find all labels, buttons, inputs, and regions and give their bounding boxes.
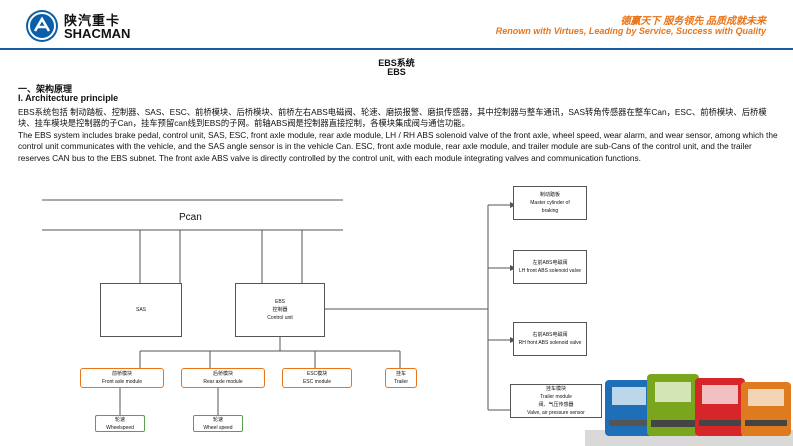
logo-icon (28, 12, 56, 40)
truck-icon (647, 374, 699, 436)
master-cylinder-box: 制动踏板 Master cylinder of braking (513, 186, 587, 220)
rh-abs-valve-box: 右前ABS电磁阀 RH front ABS solenoid valve (513, 322, 587, 356)
front-axle-module-box: 前桥模块 Front axle module (80, 368, 164, 388)
brand-name-en: SHACMAN (64, 26, 131, 41)
module-label-en: Rear axle module (203, 379, 243, 385)
page-title-en: EBS (387, 67, 406, 77)
wheelspeed-box-rear: 轮速 Wheel speed (193, 415, 243, 432)
sas-box: SAS (100, 283, 182, 337)
ebs-label-cn: 控制器 (272, 307, 288, 313)
pcan-label: Pcan (179, 212, 202, 223)
sas-label: SAS (135, 307, 146, 313)
module-label-cn: 前桥模块 (111, 371, 132, 377)
wheelspeed-label-cn: 轮速 (114, 416, 125, 423)
module-label-en: Trailer (394, 379, 408, 385)
page-title-cn: EBS系统 (378, 58, 415, 68)
ebs-control-unit-box: EBS 控制器 Control unit (235, 283, 325, 337)
lh-abs-valve-box: 左前ABS电磁阀 LH front ABS solenoid valve (513, 250, 587, 284)
box-label-en: Valve, air pressure sensor (527, 410, 585, 416)
ebs-label-en: Control unit (267, 315, 293, 321)
header-divider (0, 48, 793, 50)
box-label-en: RH front ABS solenoid valve (518, 340, 582, 346)
module-label-en: ESC module (302, 379, 332, 385)
module-label-en: Front axle module (101, 379, 143, 385)
box-label-en: braking (541, 208, 559, 214)
description-en: The EBS system includes brake pedal, con… (18, 130, 778, 163)
box-label-en: LH front ABS solenoid valve (519, 268, 581, 274)
section-heading-en: I. Architecture principle (18, 93, 119, 103)
shacman-logo (26, 10, 58, 42)
box-label-en: Master cylinder of (530, 200, 570, 206)
truck-icon (741, 382, 791, 436)
wheelspeed-label-en: Wheelspeed (106, 424, 134, 431)
description-cn: EBS系统包括 制动踏板、控制器、SAS、ESC、前桥模块、后桥模块、前桥左右A… (18, 107, 767, 129)
rear-axle-module-box: 后桥模块 Rear axle module (181, 368, 265, 388)
ebs-label: EBS (274, 299, 285, 305)
module-label-cn: 挂车 (395, 371, 406, 377)
truck-icon (695, 378, 745, 436)
module-label-cn: 后桥模块 (212, 371, 233, 377)
wheelspeed-label-cn: 轮速 (212, 416, 223, 423)
box-label-cn: 制动踏板 (539, 192, 560, 198)
trailer-box: 挂车 Trailer (385, 368, 417, 388)
box-label-en: Trailer module (540, 394, 572, 400)
box-label-cn: 左前ABS电磁阀 (532, 260, 568, 266)
wheelspeed-box-front: 轮速 Wheelspeed (95, 415, 145, 432)
box-label-cn: 挂车模块 (545, 386, 566, 392)
trucks-image (585, 374, 793, 446)
box-label-cn: 右前ABS电磁阀 (532, 332, 568, 338)
trailer-module-box: 挂车模块 Trailer module 阀、气压传感器 Valve, air p… (510, 384, 602, 418)
module-label-cn: ESC模块 (306, 371, 328, 377)
section-heading-cn: 一、架构原理 (18, 84, 73, 94)
slogan-cn: 德赢天下 服务领先 品质成就未来 (620, 16, 766, 27)
slogan-en: Renown with Virtues, Leading by Service,… (495, 26, 766, 36)
brand-name-cn: 陕汽重卡 (64, 13, 121, 28)
truck-icon (605, 380, 653, 436)
esc-module-box: ESC模块 ESC module (282, 368, 352, 388)
wheelspeed-label-en: Wheel speed (203, 424, 233, 431)
box-label-cn: 阀、气压传感器 (538, 402, 574, 408)
